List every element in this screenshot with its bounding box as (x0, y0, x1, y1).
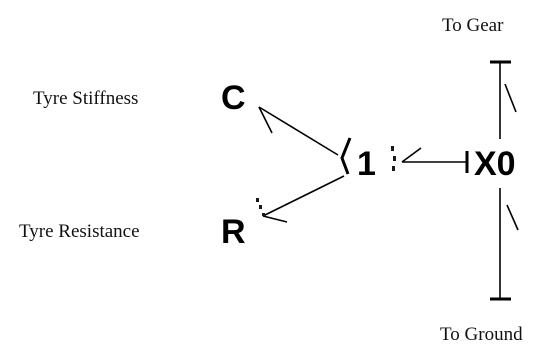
causal-dot (259, 205, 262, 209)
bond-junction-to-resistor (256, 175, 345, 223)
capacitor-element: C (221, 79, 246, 117)
tyre-stiffness-label: Tyre Stiffness (33, 88, 138, 109)
source-element: X0 (474, 145, 516, 183)
to-ground-label: To Ground (440, 324, 523, 345)
junction-causal-marks (391, 146, 396, 171)
tyre-resistance-label: Tyre Resistance (19, 221, 140, 242)
junction-element: 1 (357, 145, 376, 183)
resistor-element: R (221, 213, 246, 251)
causal-dot (256, 198, 259, 202)
bond-junction-to-capacitor (258, 106, 352, 175)
causal-dot (262, 213, 265, 216)
bond-to-ground (490, 188, 519, 301)
bond-to-gear (490, 60, 517, 139)
to-gear-label: To Gear (442, 15, 504, 36)
bond-source-to-junction (401, 147, 469, 173)
causal-stroke-capacitor (340, 137, 352, 175)
